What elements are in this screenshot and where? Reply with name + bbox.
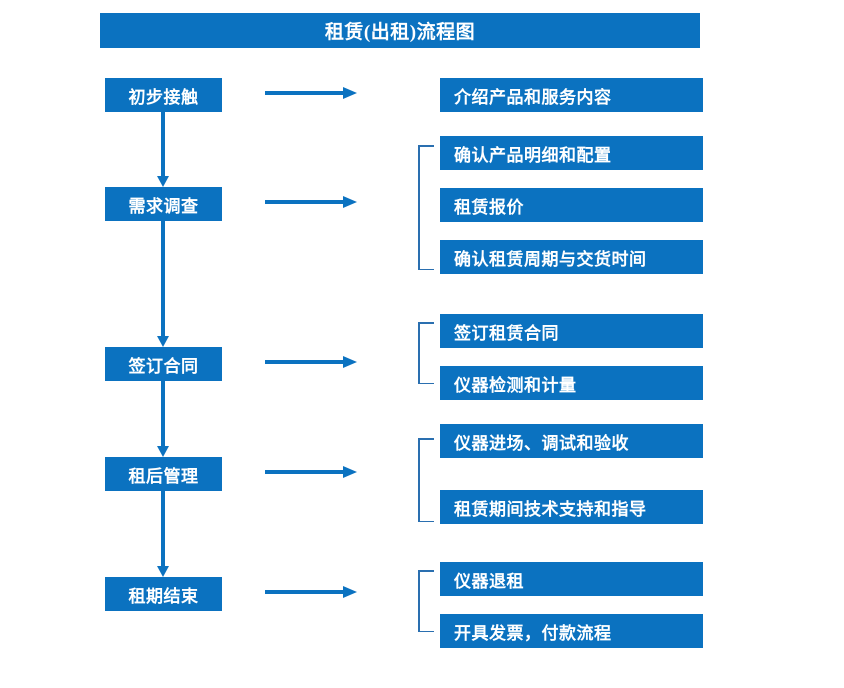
down-arrow-stage-3	[157, 381, 169, 457]
arrow-head-icon	[157, 336, 169, 347]
bracket-stub-bottom-icon	[418, 268, 434, 270]
arrow-shaft-icon	[161, 381, 165, 446]
bracket-stub-top-icon	[418, 570, 434, 572]
detail-box-stage-2-1[interactable]: 确认产品明细和配置	[440, 136, 703, 170]
process-box-stage-2[interactable]: 需求调查	[105, 187, 222, 221]
bracket-stub-bottom-icon	[418, 520, 434, 522]
right-arrow-stage-4	[265, 466, 357, 478]
right-arrow-stage-5	[265, 586, 357, 598]
detail-box-stage-4-1[interactable]: 仪器进场、调试和验收	[440, 424, 703, 458]
process-box-stage-5[interactable]: 租期结束	[105, 577, 222, 611]
arrow-shaft-icon	[265, 590, 345, 594]
bracket-spine-icon	[418, 570, 420, 632]
bracket-stub-top-icon	[418, 438, 434, 440]
right-arrow-stage-1	[265, 87, 357, 99]
right-arrow-stage-2	[265, 196, 357, 208]
diagram-title: 租赁(出租)流程图	[100, 13, 700, 48]
bracket-spine-icon	[418, 145, 420, 270]
arrow-head-icon	[343, 586, 357, 598]
bracket-stub-bottom-icon	[418, 630, 434, 632]
arrow-shaft-icon	[161, 221, 165, 336]
bracket-stub-bottom-icon	[418, 382, 434, 384]
process-box-stage-3[interactable]: 签订合同	[105, 347, 222, 381]
arrow-shaft-icon	[265, 360, 345, 364]
arrow-head-icon	[343, 196, 357, 208]
detail-box-stage-5-1[interactable]: 仪器退租	[440, 562, 703, 596]
arrow-head-icon	[157, 566, 169, 577]
arrow-head-icon	[157, 446, 169, 457]
detail-box-stage-3-2[interactable]: 仪器检测和计量	[440, 366, 703, 400]
detail-box-stage-4-2[interactable]: 租赁期间技术支持和指导	[440, 490, 703, 524]
arrow-head-icon	[343, 356, 357, 368]
process-box-stage-1[interactable]: 初步接触	[105, 78, 222, 112]
bracket-stub-top-icon	[418, 145, 434, 147]
detail-box-stage-3-1[interactable]: 签订租赁合同	[440, 314, 703, 348]
bracket-spine-icon	[418, 322, 420, 384]
arrow-shaft-icon	[265, 91, 345, 95]
detail-box-stage-2-3[interactable]: 确认租赁周期与交货时间	[440, 240, 703, 274]
right-arrow-stage-3	[265, 356, 357, 368]
arrow-shaft-icon	[161, 112, 165, 176]
down-arrow-stage-1	[157, 112, 169, 187]
arrow-head-icon	[157, 176, 169, 187]
arrow-shaft-icon	[161, 491, 165, 566]
down-arrow-stage-2	[157, 221, 169, 347]
group-bracket-stage-5	[418, 570, 434, 632]
arrow-shaft-icon	[265, 200, 345, 204]
detail-box-stage-1-1[interactable]: 介绍产品和服务内容	[440, 78, 703, 112]
arrow-head-icon	[343, 87, 357, 99]
down-arrow-stage-4	[157, 491, 169, 577]
arrow-head-icon	[343, 466, 357, 478]
arrow-shaft-icon	[265, 470, 345, 474]
bracket-spine-icon	[418, 438, 420, 522]
group-bracket-stage-4	[418, 438, 434, 522]
group-bracket-stage-2	[418, 145, 434, 270]
group-bracket-stage-3	[418, 322, 434, 384]
detail-box-stage-5-2[interactable]: 开具发票，付款流程	[440, 614, 703, 648]
bracket-stub-top-icon	[418, 322, 434, 324]
process-box-stage-4[interactable]: 租后管理	[105, 457, 222, 491]
detail-box-stage-2-2[interactable]: 租赁报价	[440, 188, 703, 222]
